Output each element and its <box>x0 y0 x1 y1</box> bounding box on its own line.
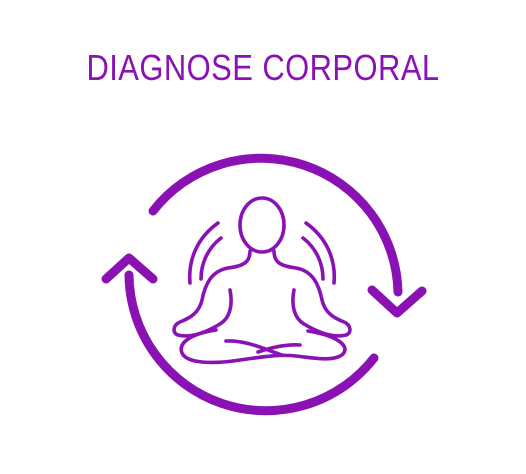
lower-arc <box>124 270 379 416</box>
right-inner-arm <box>291 288 306 326</box>
legs-inner-line <box>224 339 284 357</box>
legs-inner-line-2 <box>256 343 302 354</box>
aura-left-icon <box>199 236 223 281</box>
upper-arc <box>148 153 403 297</box>
cycle-arrows-icon <box>101 153 427 416</box>
aura-right-icon <box>301 236 325 281</box>
aura-right-outer-icon <box>304 221 337 285</box>
left-inner-arm <box>218 288 233 326</box>
aura-left-outer-icon <box>187 221 220 285</box>
right-arrowhead-icon <box>367 285 427 318</box>
right-body-outline <box>272 249 352 338</box>
crossed-legs <box>179 328 347 365</box>
meditating-person-icon <box>172 196 352 365</box>
left-arrowhead-icon <box>101 253 158 284</box>
head <box>238 196 286 254</box>
left-body-outline <box>172 249 252 338</box>
page-title: DIAGNOSE CORPORAL <box>86 47 440 88</box>
